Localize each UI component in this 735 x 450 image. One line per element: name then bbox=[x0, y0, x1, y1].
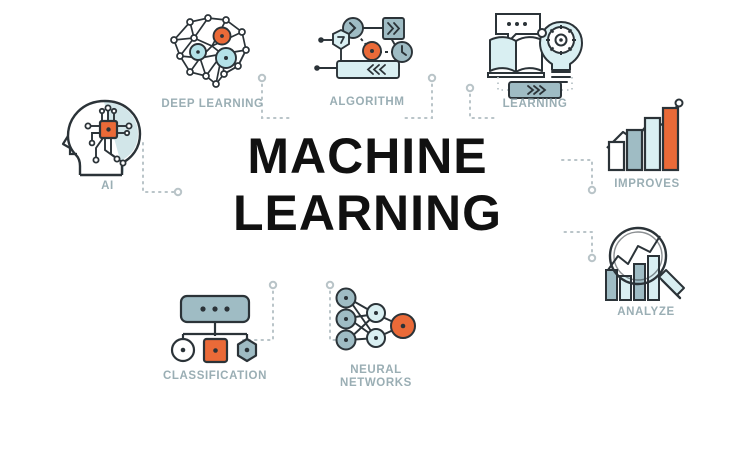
node-analyze[interactable]: ANALYZE bbox=[600, 226, 692, 318]
flowchart-icon bbox=[314, 17, 413, 79]
node-label-deep-learning: DEEP LEARNING bbox=[161, 98, 264, 110]
node-label-ai: AI bbox=[101, 180, 114, 192]
node-deep-learning[interactable]: DEEP LEARNING bbox=[160, 10, 265, 110]
classification-tree-icon bbox=[170, 294, 258, 364]
node-label-analyze: ANALYZE bbox=[617, 306, 675, 318]
brain-network-icon bbox=[170, 14, 250, 88]
node-label-classification: CLASSIFICATION bbox=[162, 370, 268, 382]
neural-net-icon bbox=[335, 287, 416, 351]
node-learning[interactable]: LEARNING bbox=[482, 6, 588, 110]
book-lightbulb-icon bbox=[487, 13, 583, 99]
head-circuit-icon bbox=[61, 99, 142, 177]
node-ai[interactable]: AI bbox=[60, 96, 155, 192]
node-label-algorithm: ALGORITHM bbox=[329, 96, 405, 108]
node-label-improves: IMPROVES bbox=[614, 178, 680, 190]
node-label-neural-networks: NEURAL NETWORKS bbox=[340, 364, 412, 389]
node-neural-networks[interactable]: NEURAL NETWORKS bbox=[330, 284, 422, 389]
page-title: MACHINE LEARNING bbox=[0, 128, 735, 242]
title-line-1: MACHINE bbox=[247, 128, 488, 184]
node-improves[interactable]: IMPROVES bbox=[603, 92, 691, 190]
title-line-2: LEARNING bbox=[232, 185, 503, 241]
growth-bar-chart-icon bbox=[606, 98, 684, 172]
magnifier-chart-icon bbox=[605, 226, 685, 301]
node-algorithm[interactable]: ALGORITHM bbox=[313, 8, 421, 108]
node-label-learning: LEARNING bbox=[502, 98, 568, 110]
node-classification[interactable]: CLASSIFICATION bbox=[163, 292, 266, 382]
